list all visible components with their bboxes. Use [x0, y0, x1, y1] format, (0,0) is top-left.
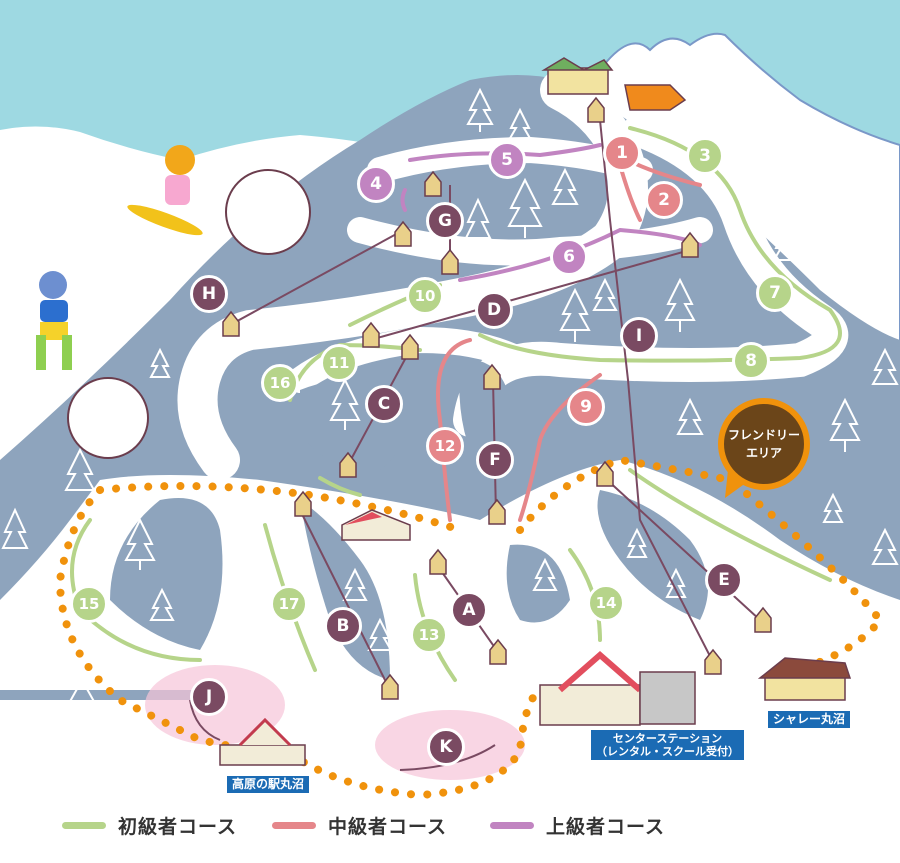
legend-intermediate: 中級者コース	[272, 812, 447, 839]
lift-line	[599, 119, 713, 661]
chalet-label[interactable]: シャレー丸沼	[768, 711, 851, 728]
skier-character	[36, 271, 72, 370]
tree-icons	[1, 87, 899, 706]
course-line-advanced	[408, 143, 602, 162]
course-marker-2[interactable]: 2	[645, 181, 683, 219]
lift-marker-F[interactable]: F	[476, 441, 514, 479]
course-marker-10[interactable]: 10	[406, 277, 444, 315]
lift-marker-A[interactable]: A	[450, 591, 488, 629]
course-marker-16[interactable]: 16	[261, 364, 299, 402]
course-marker-8[interactable]: 8	[732, 342, 770, 380]
legend-label-beginner: 初級者コース	[118, 816, 238, 838]
kogen-station-label[interactable]: 高原の駅丸沼	[227, 776, 310, 793]
course-marker-1[interactable]: 1	[603, 134, 641, 172]
friendly-area-line2: エリア	[745, 446, 782, 460]
snowboarder-character	[127, 145, 203, 236]
legend-swatch-intermediate	[272, 822, 316, 829]
chalet-icon	[757, 657, 852, 701]
lift-marker-K[interactable]: K	[427, 728, 465, 766]
lift-marker-E[interactable]: E	[705, 561, 743, 599]
course-marker-3[interactable]: 3	[686, 137, 724, 175]
course-marker-7[interactable]: 7	[756, 274, 794, 312]
legend-swatch-advanced	[490, 822, 534, 829]
lift-marker-D[interactable]: D	[475, 291, 513, 329]
legend-advanced: 上級者コース	[490, 812, 665, 839]
lift-station-icons	[222, 96, 772, 700]
legend-label-advanced: 上級者コース	[546, 816, 666, 838]
course-marker-5[interactable]: 5	[488, 141, 526, 179]
course-marker-17[interactable]: 17	[270, 585, 308, 623]
friendly-area-badge[interactable]: フレンドリー エリア	[718, 398, 810, 490]
course-marker-4[interactable]: 4	[357, 165, 395, 203]
center-station-icon	[539, 651, 696, 726]
course-marker-14[interactable]: 14	[587, 584, 625, 622]
kogen-station-icon	[219, 717, 306, 766]
course-marker-15[interactable]: 15	[70, 585, 108, 623]
summit-lodge-icon	[541, 57, 687, 111]
course-line-beginner	[478, 126, 842, 363]
lift-marker-B[interactable]: B	[324, 607, 362, 645]
lift-marker-I[interactable]: I	[620, 317, 658, 355]
course-marker-12[interactable]: 12	[426, 427, 464, 465]
course-marker-6[interactable]: 6	[550, 238, 588, 276]
rest-house-icon	[341, 509, 411, 541]
center-station-label[interactable]: センターステーション （レンタル・スクール受付）	[591, 730, 744, 760]
shuttle-route	[55, 455, 886, 800]
course-marker-9[interactable]: 9	[567, 388, 605, 426]
legend-beginner: 初級者コース	[62, 812, 237, 839]
legend: 初級者コース 中級者コース 上級者コース	[0, 812, 900, 842]
snow-run-right	[453, 113, 849, 437]
lift-marker-J[interactable]: J	[190, 678, 228, 716]
friendly-area-line1: フレンドリー	[727, 428, 800, 442]
course-marker-13[interactable]: 13	[410, 616, 448, 654]
lift-marker-C[interactable]: C	[365, 385, 403, 423]
legend-label-intermediate: 中級者コース	[328, 816, 448, 838]
lift-marker-G[interactable]: G	[426, 202, 464, 240]
lift-marker-H[interactable]: H	[190, 275, 228, 313]
legend-swatch-beginner	[62, 822, 106, 829]
course-marker-11[interactable]: 11	[320, 344, 358, 382]
park-callout-bubbles	[67, 169, 311, 459]
